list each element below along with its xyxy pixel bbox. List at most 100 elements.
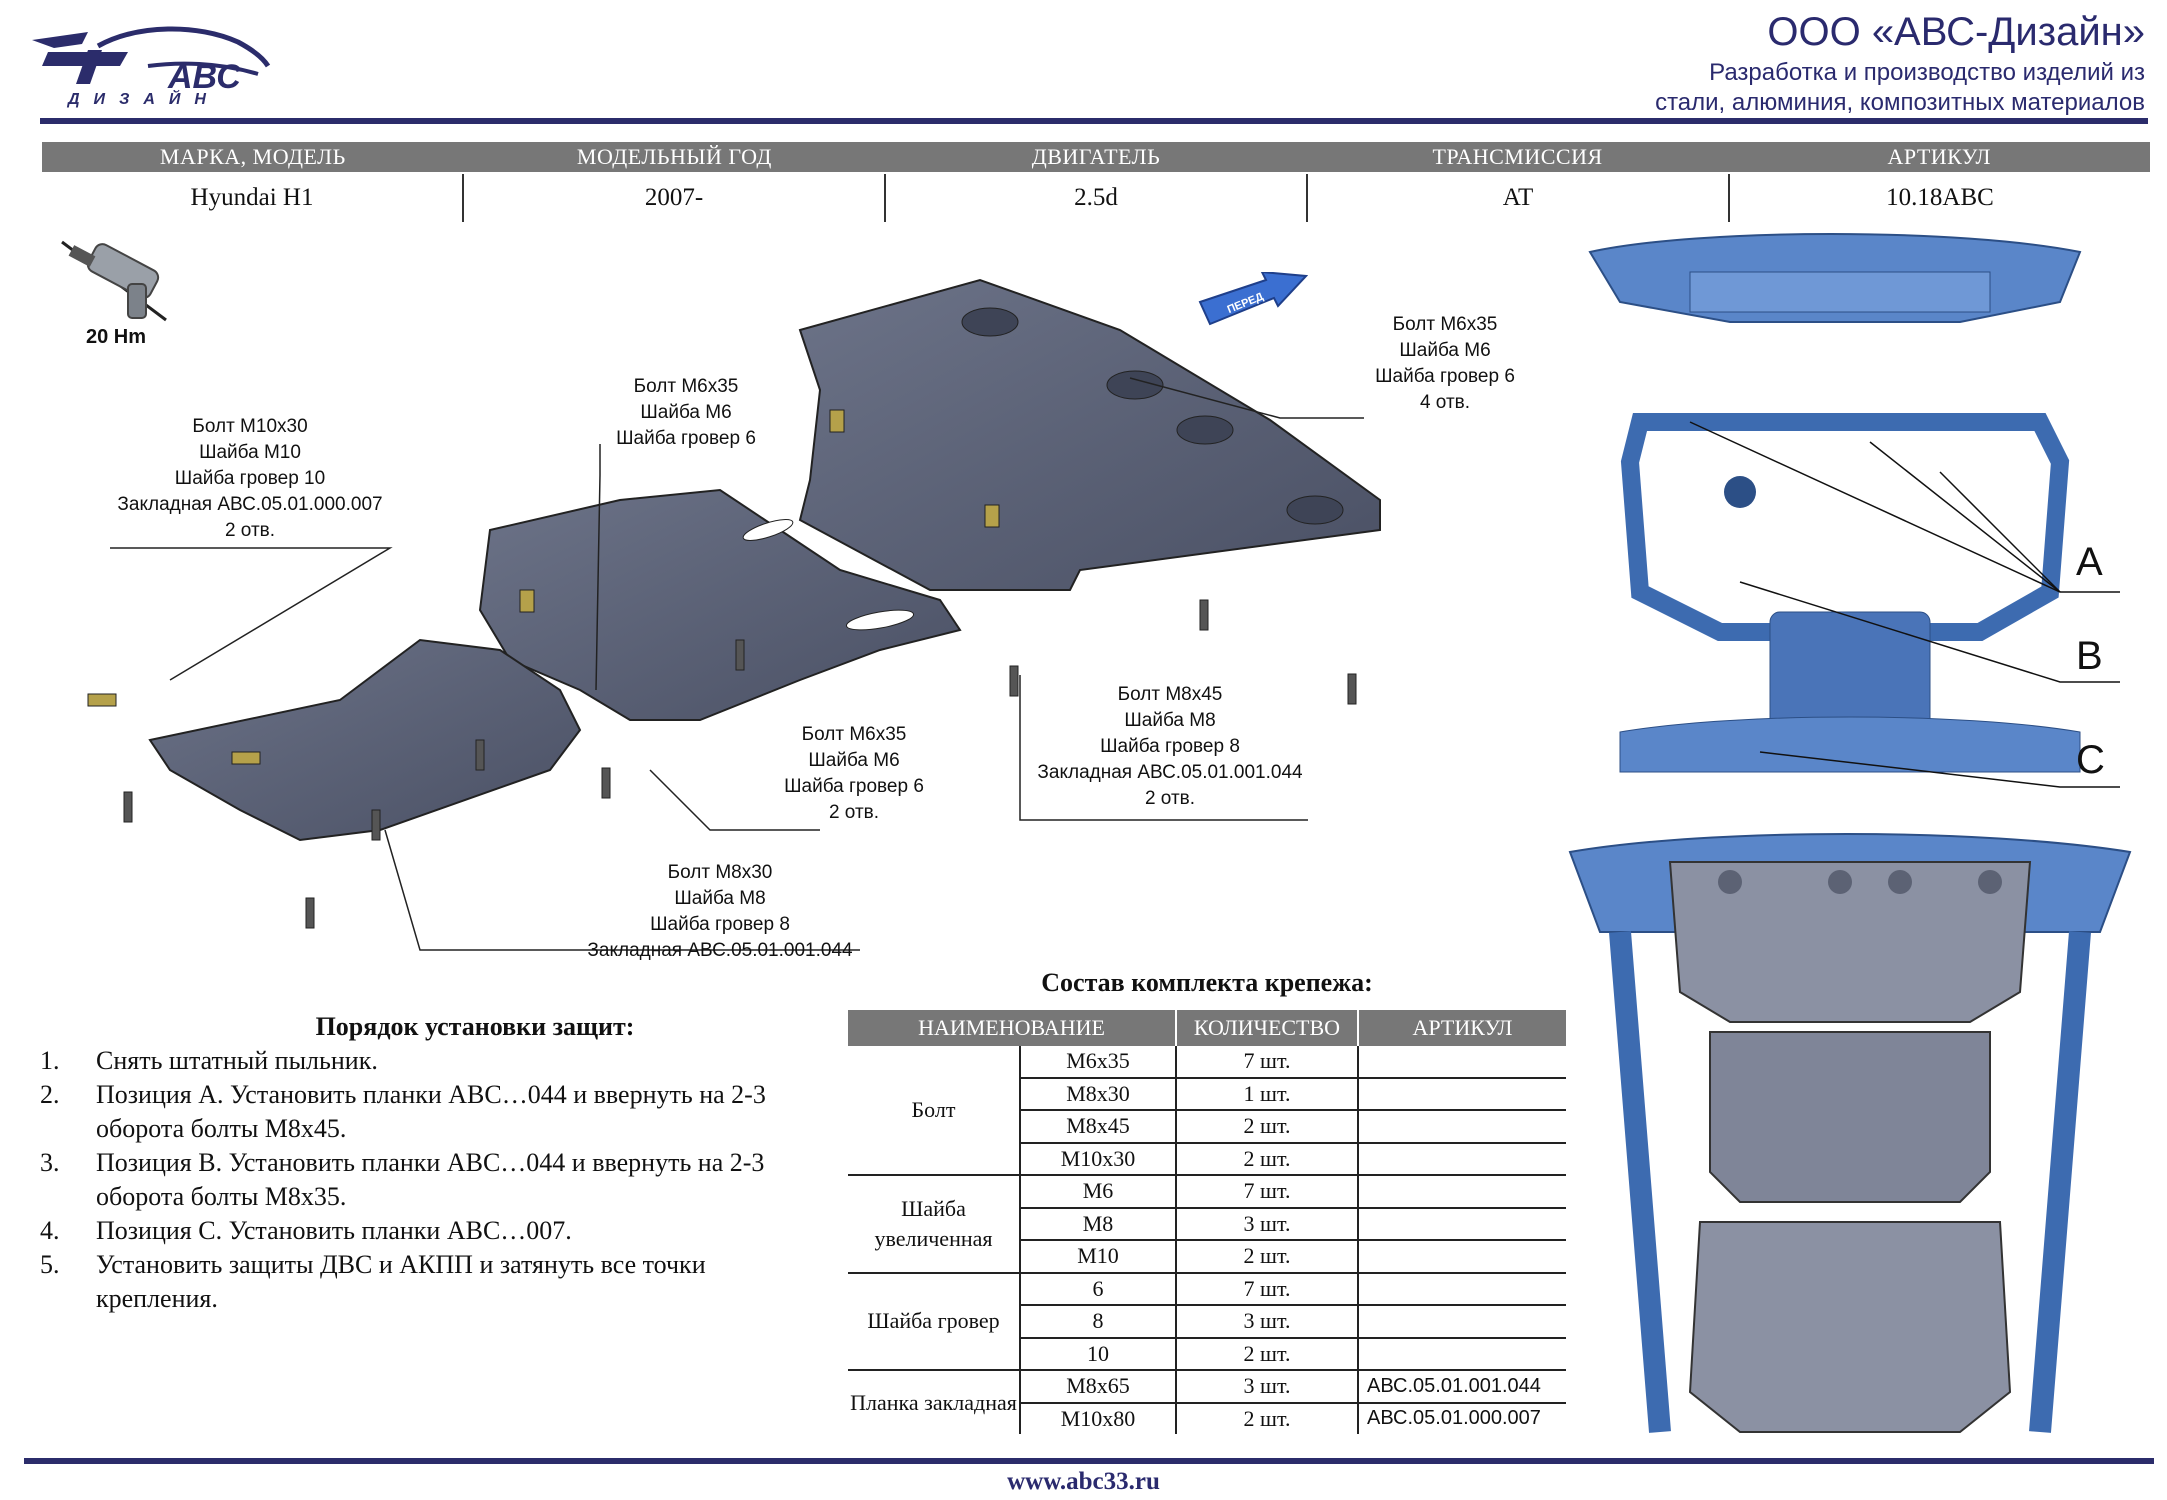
callout-m8x45-bolts: Болт М8х45 Шайба М8 Шайба гровер 8 Закла… [1020, 682, 1320, 812]
kit-article [1357, 1046, 1566, 1079]
callout-line: Шайба М10 [199, 442, 301, 463]
kit-size: М8х65 [1019, 1370, 1176, 1404]
step-text: Снять штатный пыльник. [96, 1046, 378, 1075]
callout-line: Шайба М8 [674, 888, 766, 909]
torque-value: 20 Hm [86, 326, 147, 348]
kit-article [1357, 1272, 1566, 1306]
callout-line: Шайба М6 [640, 402, 732, 423]
callout-line: Шайба гровер 8 [650, 914, 790, 935]
table-row: М10х30 2 шт. [848, 1142, 1566, 1176]
kit-quantity: 3 шт. [1175, 1207, 1358, 1241]
spec-value-row: Hyundai H1 2007- 2.5d AT 10.18АВС [42, 174, 2150, 222]
table-row: Шайба гровер 6 7 шт. [848, 1272, 1566, 1371]
spec-value-article: 10.18АВС [1886, 184, 1994, 211]
logo-brand-text: АВС [167, 58, 241, 96]
kit-quantity: 2 шт. [1175, 1402, 1358, 1434]
spec-header-engine: ДВИГАТЕЛЬ [1031, 144, 1161, 169]
kit-quantity: 2 шт. [1175, 1240, 1358, 1274]
fastener-kit-table: НАИМЕНОВАНИЕ КОЛИЧЕСТВО АРТИКУЛ Болт М6х… [848, 1010, 1566, 1434]
kit-article: АВС.05.01.001.044 [1357, 1370, 1566, 1404]
callout-line: Шайба гровер 6 [1375, 366, 1515, 387]
step-number: 3. [40, 1148, 60, 1177]
kit-size: 8 [1019, 1305, 1176, 1339]
table-row: 8 3 шт. [848, 1305, 1566, 1339]
underbody-view-installed [1560, 832, 2140, 1462]
kit-header-quantity: КОЛИЧЕСТВО [1175, 1010, 1358, 1046]
company-line-2: стали, алюминия, композитных материалов [1655, 89, 2145, 116]
kit-size: М6 [1019, 1175, 1176, 1209]
instruction-step: 2.Позиция А. Установить планки АВС…044 и… [40, 1078, 830, 1146]
spec-header-transmission: ТРАНСМИССИЯ [1432, 144, 1603, 169]
position-label-c: C [2076, 738, 2105, 782]
step-number: 2. [40, 1080, 60, 1109]
step-number: 4. [40, 1216, 60, 1245]
kit-group-name: Болт [848, 1046, 1020, 1176]
kit-article: АВС.05.01.000.007 [1357, 1402, 1566, 1434]
callout-line: Закладная АВС.05.01.001.044 [587, 940, 853, 961]
kit-quantity: 2 шт. [1175, 1110, 1358, 1144]
kit-size: М8 [1019, 1207, 1176, 1241]
table-row: Планка закладная М8х65 3 шт. АВС.05.01.0… [848, 1370, 1566, 1415]
step-number: 5. [40, 1250, 60, 1279]
kit-quantity: 3 шт. [1175, 1370, 1358, 1404]
kit-quantity: 7 шт. [1175, 1272, 1358, 1306]
instruction-step: 3. Позиция В. Установить планки АВС…044 и… [40, 1146, 830, 1214]
kit-quantity: 7 шт. [1175, 1046, 1358, 1079]
instruction-step: 1.Снять штатный пыльник. [40, 1044, 830, 1078]
instructions-title: Порядок установки защит: [315, 1012, 635, 1041]
table-row: 10 2 шт. [848, 1337, 1566, 1371]
callout-line: Шайба гровер 6 [784, 776, 924, 797]
table-row: Шайба увеличенная М6 7 шт. [848, 1175, 1566, 1274]
table-row: М8х30 1 шт. [848, 1077, 1566, 1111]
callout-m8x30-bolts: Болт М8х30 Шайба М8 Шайба гровер 8 Закла… [580, 860, 860, 964]
kit-group-name: Шайба увеличенная [848, 1175, 1020, 1274]
callout-line: 2 отв. [828, 802, 880, 823]
kit-size: М8х30 [1019, 1077, 1176, 1111]
torque-wrench-icon [58, 236, 178, 328]
kit-quantity: 1 шт. [1175, 1077, 1358, 1111]
front-arrow-icon: ПЕРЕД [1196, 270, 1309, 332]
table-row: М10х80 2 шт. АВС.05.01.000.007 [848, 1402, 1566, 1434]
kit-size: 6 [1019, 1272, 1176, 1306]
footer-divider [24, 1458, 2154, 1464]
callout-line: Шайба гровер 6 [616, 428, 756, 449]
callout-line: Болт М6х35 [633, 376, 739, 397]
spec-value-engine: 2.5d [886, 174, 1308, 222]
kit-title: Состав комплекта крепежа: [1041, 968, 1373, 997]
kit-quantity: 2 шт. [1175, 1142, 1358, 1176]
step-text: Установить защиты ДВС и АКПП и затянуть … [96, 1250, 706, 1313]
callout-line: Шайба М8 [1124, 710, 1216, 731]
table-row: М8х45 2 шт. [848, 1110, 1566, 1144]
callout-line: 2 отв. [1144, 788, 1196, 809]
callout-line: Шайба М6 [808, 750, 900, 771]
kit-size: 10 [1019, 1337, 1176, 1371]
website-link[interactable]: www.abc33.ru [1007, 1468, 1160, 1495]
table-row: М8 3 шт. [848, 1207, 1566, 1241]
instruction-step: 4.Позиция С. Установить планки АВС…007. [40, 1214, 830, 1248]
position-label-a: A [2076, 540, 2103, 584]
spec-header-row: МАРКА, МОДЕЛЬ МОДЕЛЬНЫЙ ГОД ДВИГАТЕЛЬ ТР… [42, 142, 2150, 172]
spec-header-year: МОДЕЛЬНЫЙ ГОД [576, 144, 772, 169]
callout-line: Болт М8х30 [667, 862, 773, 883]
callout-line: Закладная АВС.05.01.001.044 [1037, 762, 1303, 783]
spec-value-transmission: AT [1308, 174, 1730, 222]
table-row: Болт М6х35 7 шт. [848, 1046, 1566, 1176]
instructions-list: 1.Снять штатный пыльник. 2.Позиция А. Ус… [40, 1044, 830, 1316]
step-text: Позиция В. Установить планки АВС…044 и в… [96, 1148, 765, 1211]
callout-line: Закладная АВС.05.01.000.007 [117, 494, 383, 515]
header-divider [40, 118, 2148, 124]
skid-plate-assembly-drawing [80, 270, 1410, 960]
underbody-view-mount-points [1580, 232, 2120, 812]
spec-header-model: МАРКА, МОДЕЛЬ [159, 144, 346, 169]
kit-quantity: 3 шт. [1175, 1305, 1358, 1339]
kit-article [1357, 1207, 1566, 1241]
kit-article [1357, 1337, 1566, 1371]
spec-value-year: 2007- [464, 174, 886, 222]
callout-line: 2 отв. [224, 520, 276, 541]
callout-middle-bottom-bolts: Болт М6х35 Шайба М6 Шайба гровер 6 2 отв… [764, 722, 944, 826]
kit-header-row: НАИМЕНОВАНИЕ КОЛИЧЕСТВО АРТИКУЛ [848, 1010, 1566, 1046]
callout-front-plate-bolts: Болт М6х35 Шайба М6 Шайба гровер 6 4 отв… [1350, 312, 1540, 416]
kit-article [1357, 1077, 1566, 1111]
callout-line: 4 отв. [1419, 392, 1471, 413]
kit-size: М10х30 [1019, 1142, 1176, 1176]
